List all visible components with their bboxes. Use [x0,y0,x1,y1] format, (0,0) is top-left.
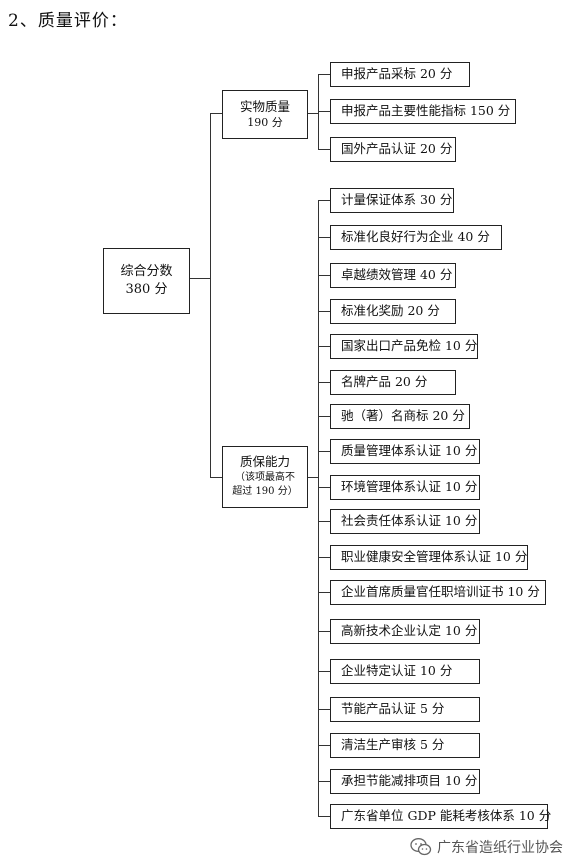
leaf-item: 节能产品认证 5 分 [330,697,480,722]
leaf-item: 标准化良好行为企业 40 分 [330,225,502,250]
leaf-label: 标准化奖励 20 分 [341,303,440,319]
root-title: 综合分数 [120,264,173,280]
leaf-label: 名牌产品 20 分 [341,374,428,390]
leaf-item: 标准化奖励 20 分 [330,299,456,324]
connector [318,237,330,238]
branch-title: 实物质量 [239,98,290,114]
connector [210,113,211,478]
leaf-label: 申报产品采标 20 分 [341,66,453,82]
connector [318,816,330,817]
leaf-label: 环境管理体系认证 10 分 [341,479,478,495]
connector [318,200,319,817]
leaf-label: 国家出口产品免检 10 分 [341,338,478,354]
connector [318,631,330,632]
leaf-item: 环境管理体系认证 10 分 [330,475,480,500]
leaf-label: 节能产品认证 5 分 [341,701,445,717]
watermark-text: 广东省造纸行业协会 [437,840,563,856]
connector [318,200,330,201]
leaf-label: 承担节能减排项目 10 分 [341,773,478,789]
connector [318,111,330,112]
leaf-item: 卓越绩效管理 40 分 [330,263,456,288]
connector [318,74,319,150]
leaf-item: 质量管理体系认证 10 分 [330,439,480,464]
connector [318,557,330,558]
section-heading: 2、质量评价： [8,11,128,31]
leaf-label: 高新技术企业认定 10 分 [341,623,478,639]
connector [190,278,210,279]
leaf-item: 职业健康安全管理体系认证 10 分 [330,545,528,570]
connector [318,382,330,383]
connector [210,477,222,478]
wechat-icon [410,838,432,856]
watermark: 广东省造纸行业协会 [410,837,563,857]
connector [318,74,330,75]
leaf-item: 承担节能减排项目 10 分 [330,769,480,794]
branch-physical-quality: 实物质量 190 分 [222,90,308,139]
connector [318,275,330,276]
leaf-label: 国外产品认证 20 分 [341,141,453,157]
root-score-box: 综合分数 380 分 [103,248,190,314]
leaf-label: 卓越绩效管理 40 分 [341,267,453,283]
leaf-label: 计量保证体系 30 分 [341,192,453,208]
leaf-label: 社会责任体系认证 10 分 [341,513,478,529]
connector [318,346,330,347]
leaf-label: 职业健康安全管理体系认证 10 分 [341,549,528,565]
leaf-label: 标准化良好行为企业 40 分 [341,229,490,245]
connector [318,671,330,672]
branch-score: 190 分 [247,115,283,129]
connector [210,113,222,114]
branch-quality-assurance: 质保能力 （该项最高不 超过 190 分） [222,446,308,508]
leaf-item: 高新技术企业认定 10 分 [330,619,480,644]
connector [318,745,330,746]
connector [318,311,330,312]
connector [318,521,330,522]
leaf-item: 清洁生产审核 5 分 [330,733,480,758]
branch-title: 质保能力 [239,454,290,470]
connector [318,149,330,150]
leaf-item: 驰（著）名商标 20 分 [330,404,470,429]
leaf-item: 国家出口产品免检 10 分 [330,334,478,359]
leaf-item: 计量保证体系 30 分 [330,188,454,213]
connector [318,592,330,593]
branch-note-line1: （该项最高不 [235,471,295,483]
leaf-item: 广东省单位 GDP 能耗考核体系 10 分 [330,804,552,829]
leaf-item: 申报产品采标 20 分 [330,62,470,87]
connector [318,451,330,452]
leaf-label: 驰（著）名商标 20 分 [341,408,465,424]
leaf-label: 质量管理体系认证 10 分 [341,443,478,459]
connector [318,487,330,488]
leaf-item: 企业首席质量官任职培训证书 10 分 [330,580,546,605]
leaf-item: 申报产品主要性能指标 150 分 [330,99,516,124]
connector [308,113,318,114]
leaf-label: 广东省单位 GDP 能耗考核体系 10 分 [341,808,552,824]
leaf-label: 企业首席质量官任职培训证书 10 分 [341,584,540,600]
leaf-item: 企业特定认证 10 分 [330,659,480,684]
connector [318,416,330,417]
connector [318,781,330,782]
leaf-label: 清洁生产审核 5 分 [341,737,445,753]
branch-note-line2: 超过 190 分） [232,486,298,498]
connector [308,477,318,478]
leaf-label: 企业特定认证 10 分 [341,663,453,679]
leaf-label: 申报产品主要性能指标 150 分 [341,103,511,119]
leaf-item: 国外产品认证 20 分 [330,137,456,162]
leaf-item: 名牌产品 20 分 [330,370,456,395]
root-score: 380 分 [125,282,168,297]
connector [318,709,330,710]
leaf-item: 社会责任体系认证 10 分 [330,509,480,534]
